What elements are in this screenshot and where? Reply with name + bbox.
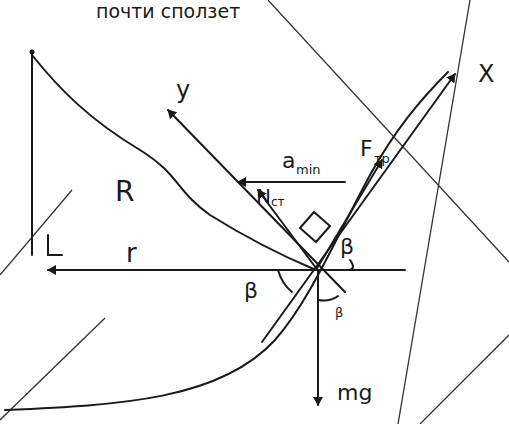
sketch-label: почти сползет	[96, 2, 240, 21]
sketch-label: X	[478, 62, 494, 86]
sketch-label: β	[340, 236, 354, 258]
sketch-label: r	[126, 240, 137, 266]
sketch-label: тр	[374, 152, 390, 165]
sketch-label: a	[282, 150, 295, 172]
sketch-label: min	[296, 163, 321, 176]
sketch-label: y	[176, 78, 190, 102]
sketch-label: β	[335, 306, 343, 319]
sketch-label: F	[360, 138, 373, 160]
sketch-label: R	[115, 178, 134, 206]
sketch-label: mg	[337, 382, 372, 404]
sketch-label: ст	[271, 196, 285, 208]
sketch-label: N	[256, 186, 271, 206]
sketch-label: β	[244, 280, 258, 302]
